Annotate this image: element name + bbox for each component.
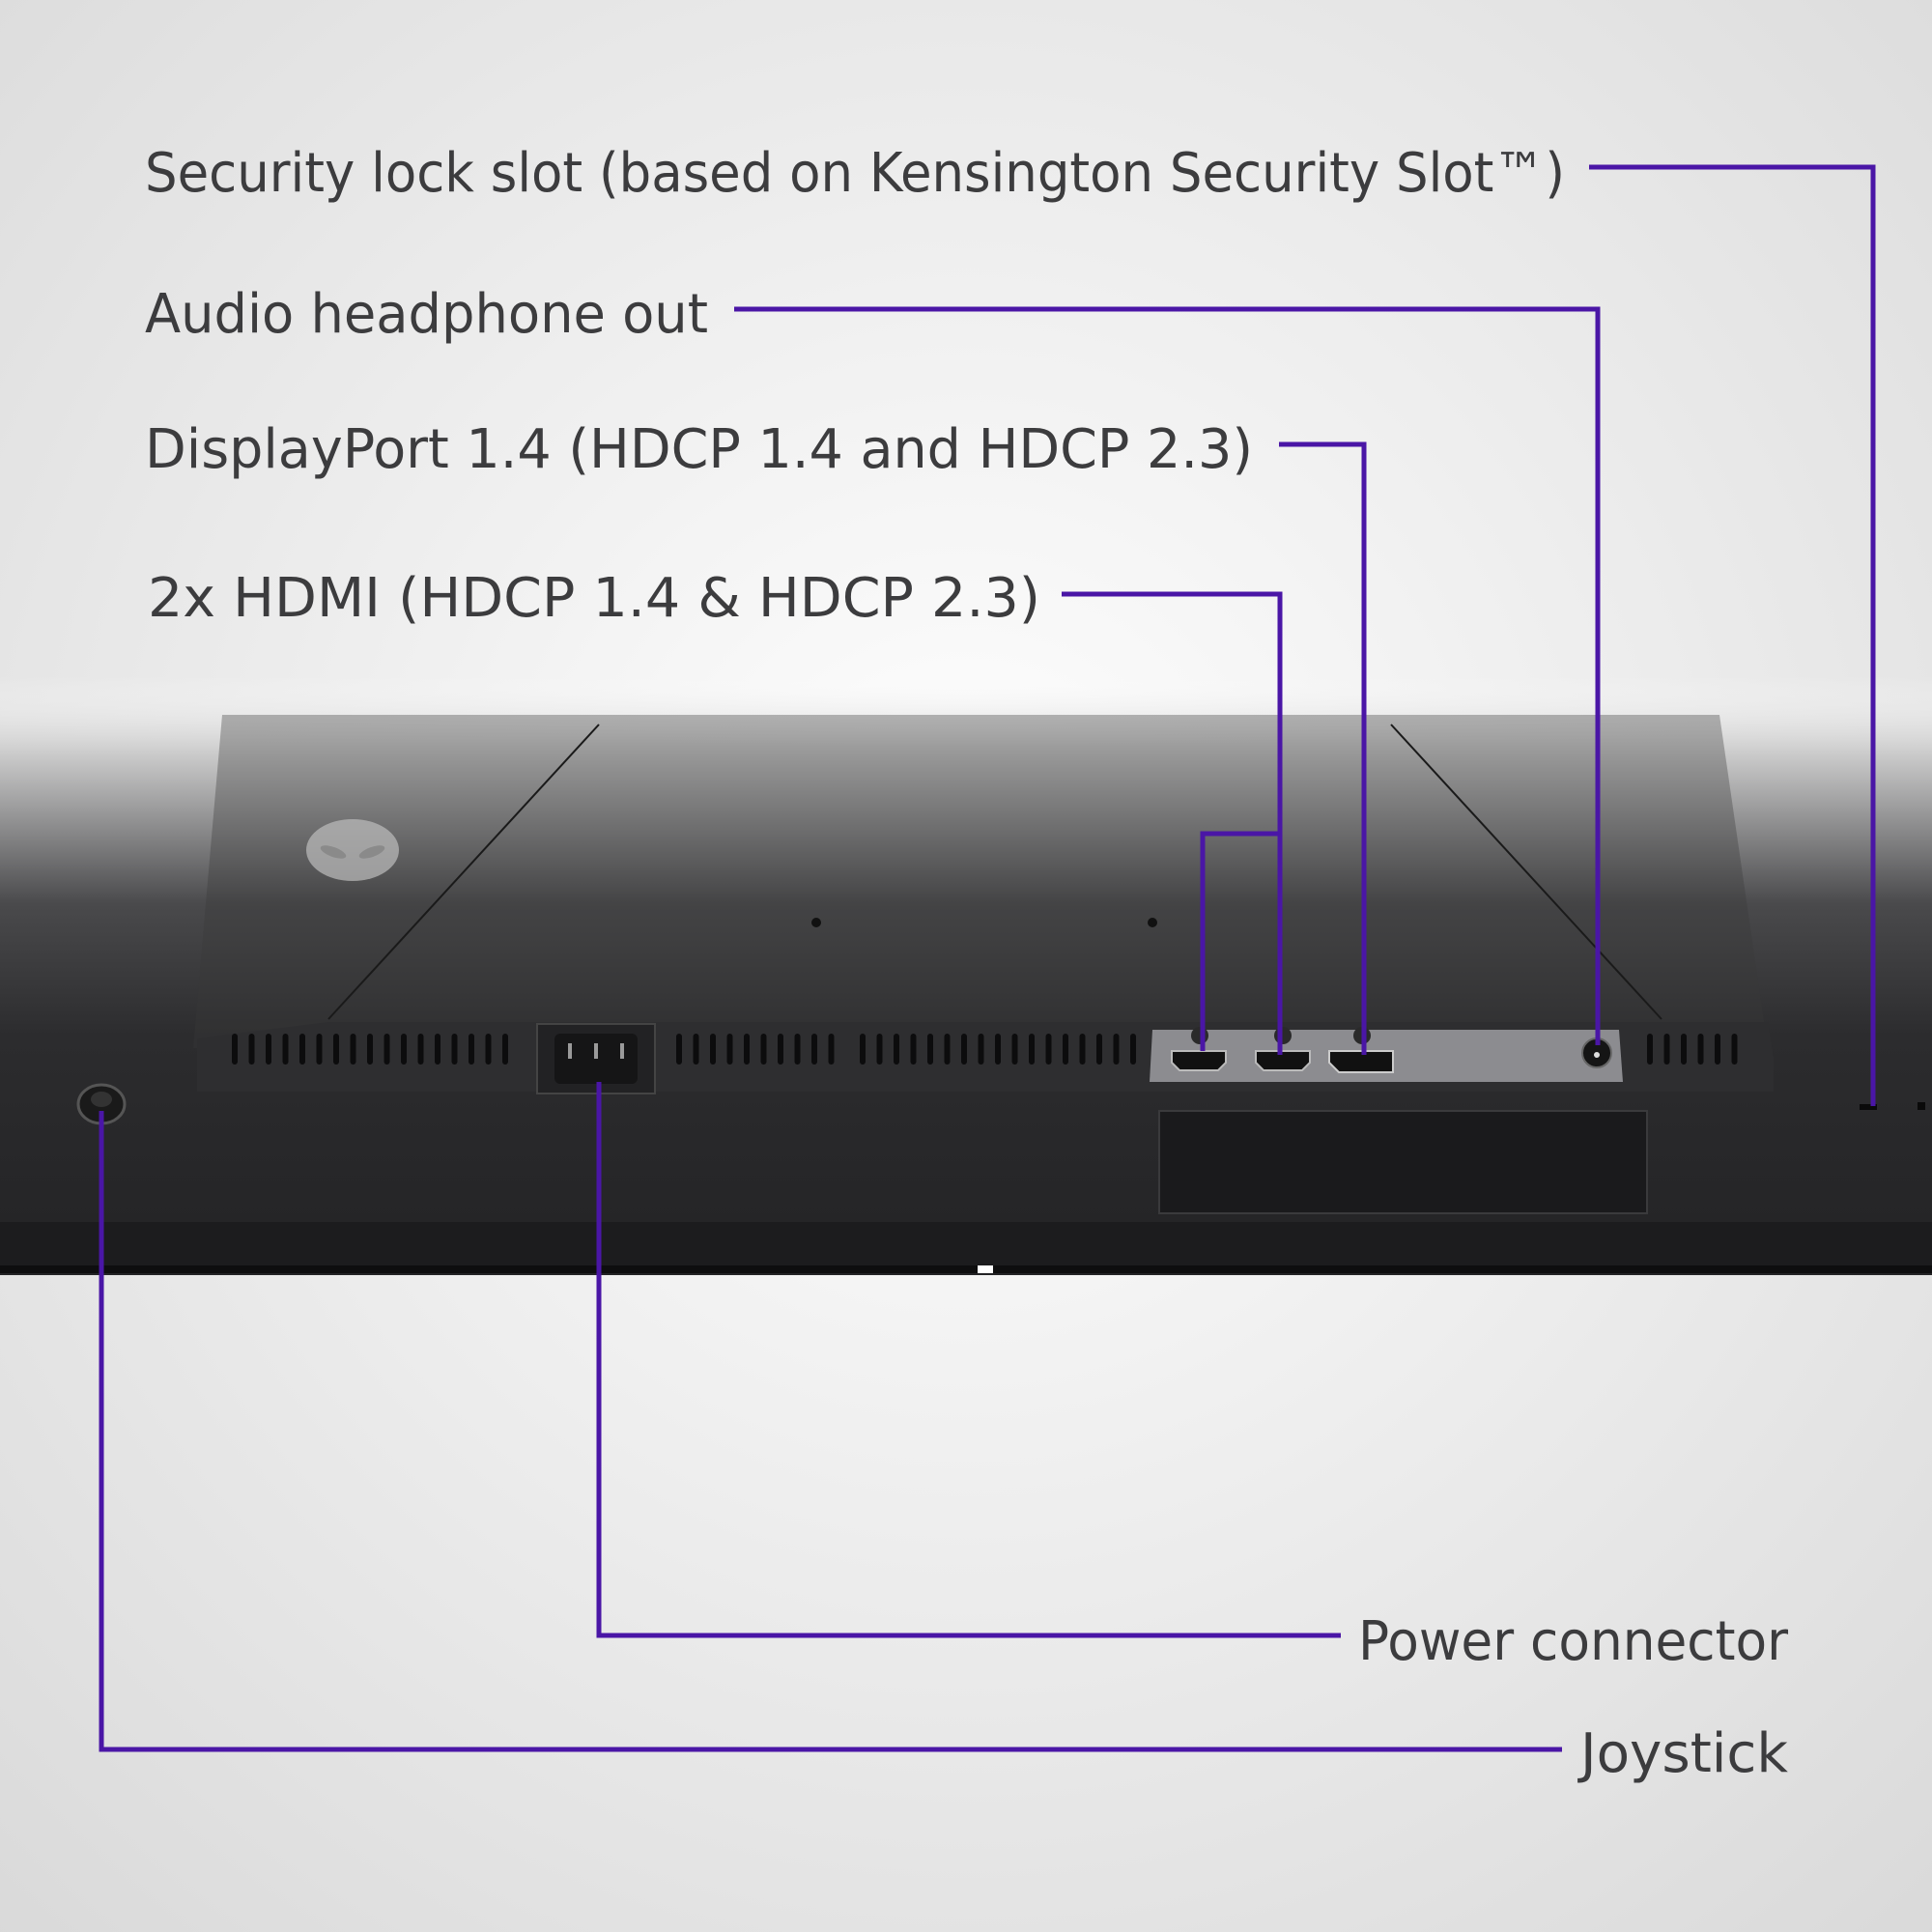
vent-slot xyxy=(778,1034,783,1065)
vent-slot xyxy=(744,1034,750,1065)
vent-slot xyxy=(367,1034,373,1065)
vent-slot xyxy=(860,1034,866,1065)
hdmi-label: 2x HDMI (HDCP 1.4 & HDCP 2.3) xyxy=(148,567,1040,630)
vent-slot xyxy=(710,1034,716,1065)
power-connector-port xyxy=(536,1023,656,1094)
cover-edge-right xyxy=(1390,724,1662,1020)
vent-slot xyxy=(350,1034,356,1065)
vent-slot xyxy=(1096,1034,1102,1065)
vent-slot xyxy=(811,1034,817,1065)
vent-slot xyxy=(282,1034,289,1065)
vent-slot xyxy=(1130,1034,1136,1065)
vent-slot xyxy=(1731,1034,1738,1065)
vent-slot xyxy=(1697,1034,1704,1065)
joystick-label: Joystick xyxy=(1577,1722,1789,1785)
displayport-port xyxy=(1328,1027,1394,1073)
security-slot-callout-line xyxy=(1589,164,1876,1106)
vent-slot xyxy=(876,1034,883,1065)
vent-slot xyxy=(1715,1034,1720,1065)
vent-slot xyxy=(1011,1034,1018,1065)
vent-slot xyxy=(1079,1034,1086,1065)
displayport-label: DisplayPort 1.4 (HDCP 1.4 and HDCP 2.3) xyxy=(145,418,1253,481)
hdmi-branch-callout-line xyxy=(1200,831,1280,1051)
hdmi-callout-line xyxy=(1062,591,1283,1055)
vent-slot xyxy=(995,1034,1001,1065)
alienware-logo xyxy=(306,819,399,881)
vent-slot xyxy=(927,1034,933,1065)
vent-slot xyxy=(726,1034,733,1065)
vent-slot xyxy=(794,1034,801,1065)
vent-slot xyxy=(1029,1034,1035,1065)
vent-slot xyxy=(384,1034,390,1065)
vent-slot xyxy=(961,1034,967,1065)
vent-slot xyxy=(1647,1034,1653,1065)
vent-slot xyxy=(451,1034,458,1065)
vent-slot xyxy=(266,1034,271,1065)
vent-slot xyxy=(1681,1034,1687,1065)
power-callout-line xyxy=(596,1082,1341,1638)
audio-callout-line xyxy=(734,306,1601,1045)
vent-slot xyxy=(978,1034,984,1065)
vent-slot xyxy=(1045,1034,1052,1065)
joystick-callout-line xyxy=(99,1111,1562,1752)
vent-slot xyxy=(417,1034,424,1065)
security-lock-slot xyxy=(1860,1104,1877,1110)
rear-cover xyxy=(193,715,1768,1048)
io-port-panel xyxy=(1150,1027,1623,1082)
vent-slot xyxy=(760,1034,767,1065)
vent-slot xyxy=(828,1034,835,1065)
vent-slot xyxy=(316,1034,323,1065)
vent-slot xyxy=(1063,1034,1068,1065)
stand-release-slot xyxy=(1918,1102,1925,1110)
bezel-edge xyxy=(0,1265,1932,1273)
vent-slot xyxy=(502,1034,508,1065)
audio-jack xyxy=(1581,1037,1612,1068)
power-led xyxy=(978,1265,993,1273)
vent-slot xyxy=(248,1034,255,1065)
vent-slot xyxy=(333,1034,339,1065)
cover-edge-left xyxy=(327,724,600,1020)
vent-slot xyxy=(435,1034,440,1065)
vent-slot xyxy=(1113,1034,1120,1065)
vent-slot xyxy=(676,1034,682,1065)
security-slot-label: Security lock slot (based on Kensington … xyxy=(145,142,1565,205)
displayport-callout-line xyxy=(1279,441,1367,1055)
vents xyxy=(232,1034,1738,1065)
vent-slot xyxy=(401,1034,407,1065)
audio-out-label: Audio headphone out xyxy=(145,283,708,346)
vent-slot xyxy=(944,1034,951,1065)
vesa-hole xyxy=(1148,918,1157,927)
vent-slot xyxy=(485,1034,492,1065)
vesa-hole xyxy=(811,918,821,927)
vent-slot xyxy=(910,1034,917,1065)
vent-slot xyxy=(299,1034,305,1065)
vent-slot xyxy=(469,1034,474,1065)
cable-cover-area xyxy=(1158,1110,1648,1214)
vent-slot xyxy=(232,1034,238,1065)
vent-slot xyxy=(894,1034,899,1065)
bezel-bottom xyxy=(0,1222,1932,1272)
monitor-rear xyxy=(0,676,1932,1275)
vent-slot xyxy=(693,1034,699,1065)
power-connector-label: Power connector xyxy=(1358,1610,1789,1673)
vent-slot xyxy=(1663,1034,1670,1065)
